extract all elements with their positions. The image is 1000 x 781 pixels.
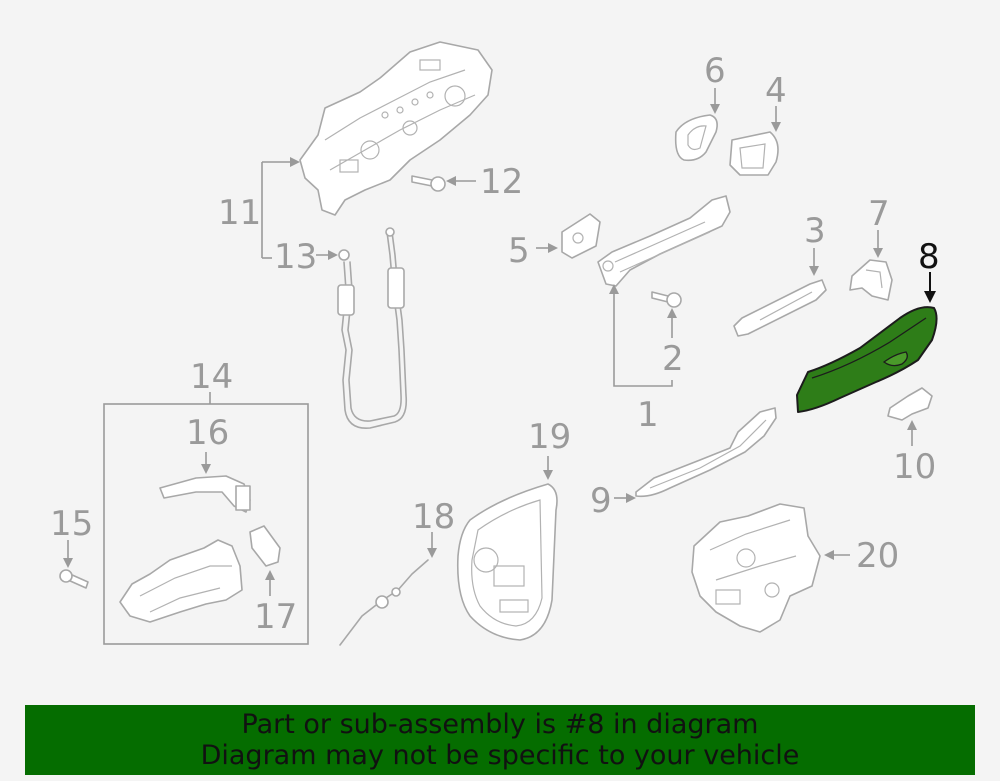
callout-18: 18 bbox=[412, 497, 455, 537]
callout-19: 19 bbox=[528, 417, 571, 457]
callout-9: 9 bbox=[590, 481, 612, 521]
callout-5: 5 bbox=[508, 231, 530, 271]
callout-15: 15 bbox=[50, 504, 93, 544]
callout-1: 1 bbox=[637, 395, 659, 435]
callout-8: 8 bbox=[918, 237, 940, 277]
leader-lines bbox=[63, 88, 936, 596]
part-15-bolt bbox=[59, 569, 89, 589]
part-2-screw bbox=[651, 291, 682, 308]
callout-4: 4 bbox=[765, 71, 787, 111]
banner-line-2: Diagram may not be specific to your vehi… bbox=[200, 740, 800, 771]
part-10-clip bbox=[887, 387, 933, 421]
callout-11: 11 bbox=[218, 193, 261, 233]
part-5-cap bbox=[561, 213, 601, 259]
part-17-insert bbox=[249, 525, 281, 567]
part-8-outside-handle bbox=[796, 306, 938, 413]
callout-16: 16 bbox=[186, 413, 229, 453]
part-6-bezel bbox=[674, 114, 718, 162]
info-banner: Part or sub-assembly is #8 in diagram Di… bbox=[25, 705, 975, 775]
callout-6: 6 bbox=[704, 51, 726, 91]
callout-17: 17 bbox=[254, 597, 297, 637]
part-13-cables bbox=[337, 227, 408, 429]
part-11-door-module bbox=[299, 41, 493, 216]
part-18-rod bbox=[339, 559, 429, 646]
callout-13: 13 bbox=[274, 237, 317, 277]
part-9-handle-cover bbox=[635, 407, 777, 498]
part-7-bracket bbox=[849, 259, 893, 301]
callout-10: 10 bbox=[893, 447, 936, 487]
part-12-bolt bbox=[411, 175, 446, 192]
banner-line-1: Part or sub-assembly is #8 in diagram bbox=[241, 709, 759, 740]
part-20-lock-actuator bbox=[691, 503, 821, 633]
part-1-handle-carrier bbox=[597, 195, 731, 287]
part-3-lever bbox=[733, 279, 827, 337]
callout-14: 14 bbox=[190, 357, 233, 397]
callout-12: 12 bbox=[480, 162, 523, 202]
part-19-panel bbox=[456, 483, 558, 641]
part-4-cap bbox=[729, 131, 779, 176]
callout-20: 20 bbox=[856, 536, 899, 576]
callout-7: 7 bbox=[868, 194, 890, 234]
callout-3: 3 bbox=[804, 211, 826, 251]
part-16-cover bbox=[159, 475, 251, 513]
part-kit-housing bbox=[119, 539, 243, 623]
parts-diagram: 1 2 3 4 5 6 7 8 9 10 11 12 13 14 15 16 1… bbox=[50, 41, 940, 646]
callout-2: 2 bbox=[662, 339, 684, 379]
